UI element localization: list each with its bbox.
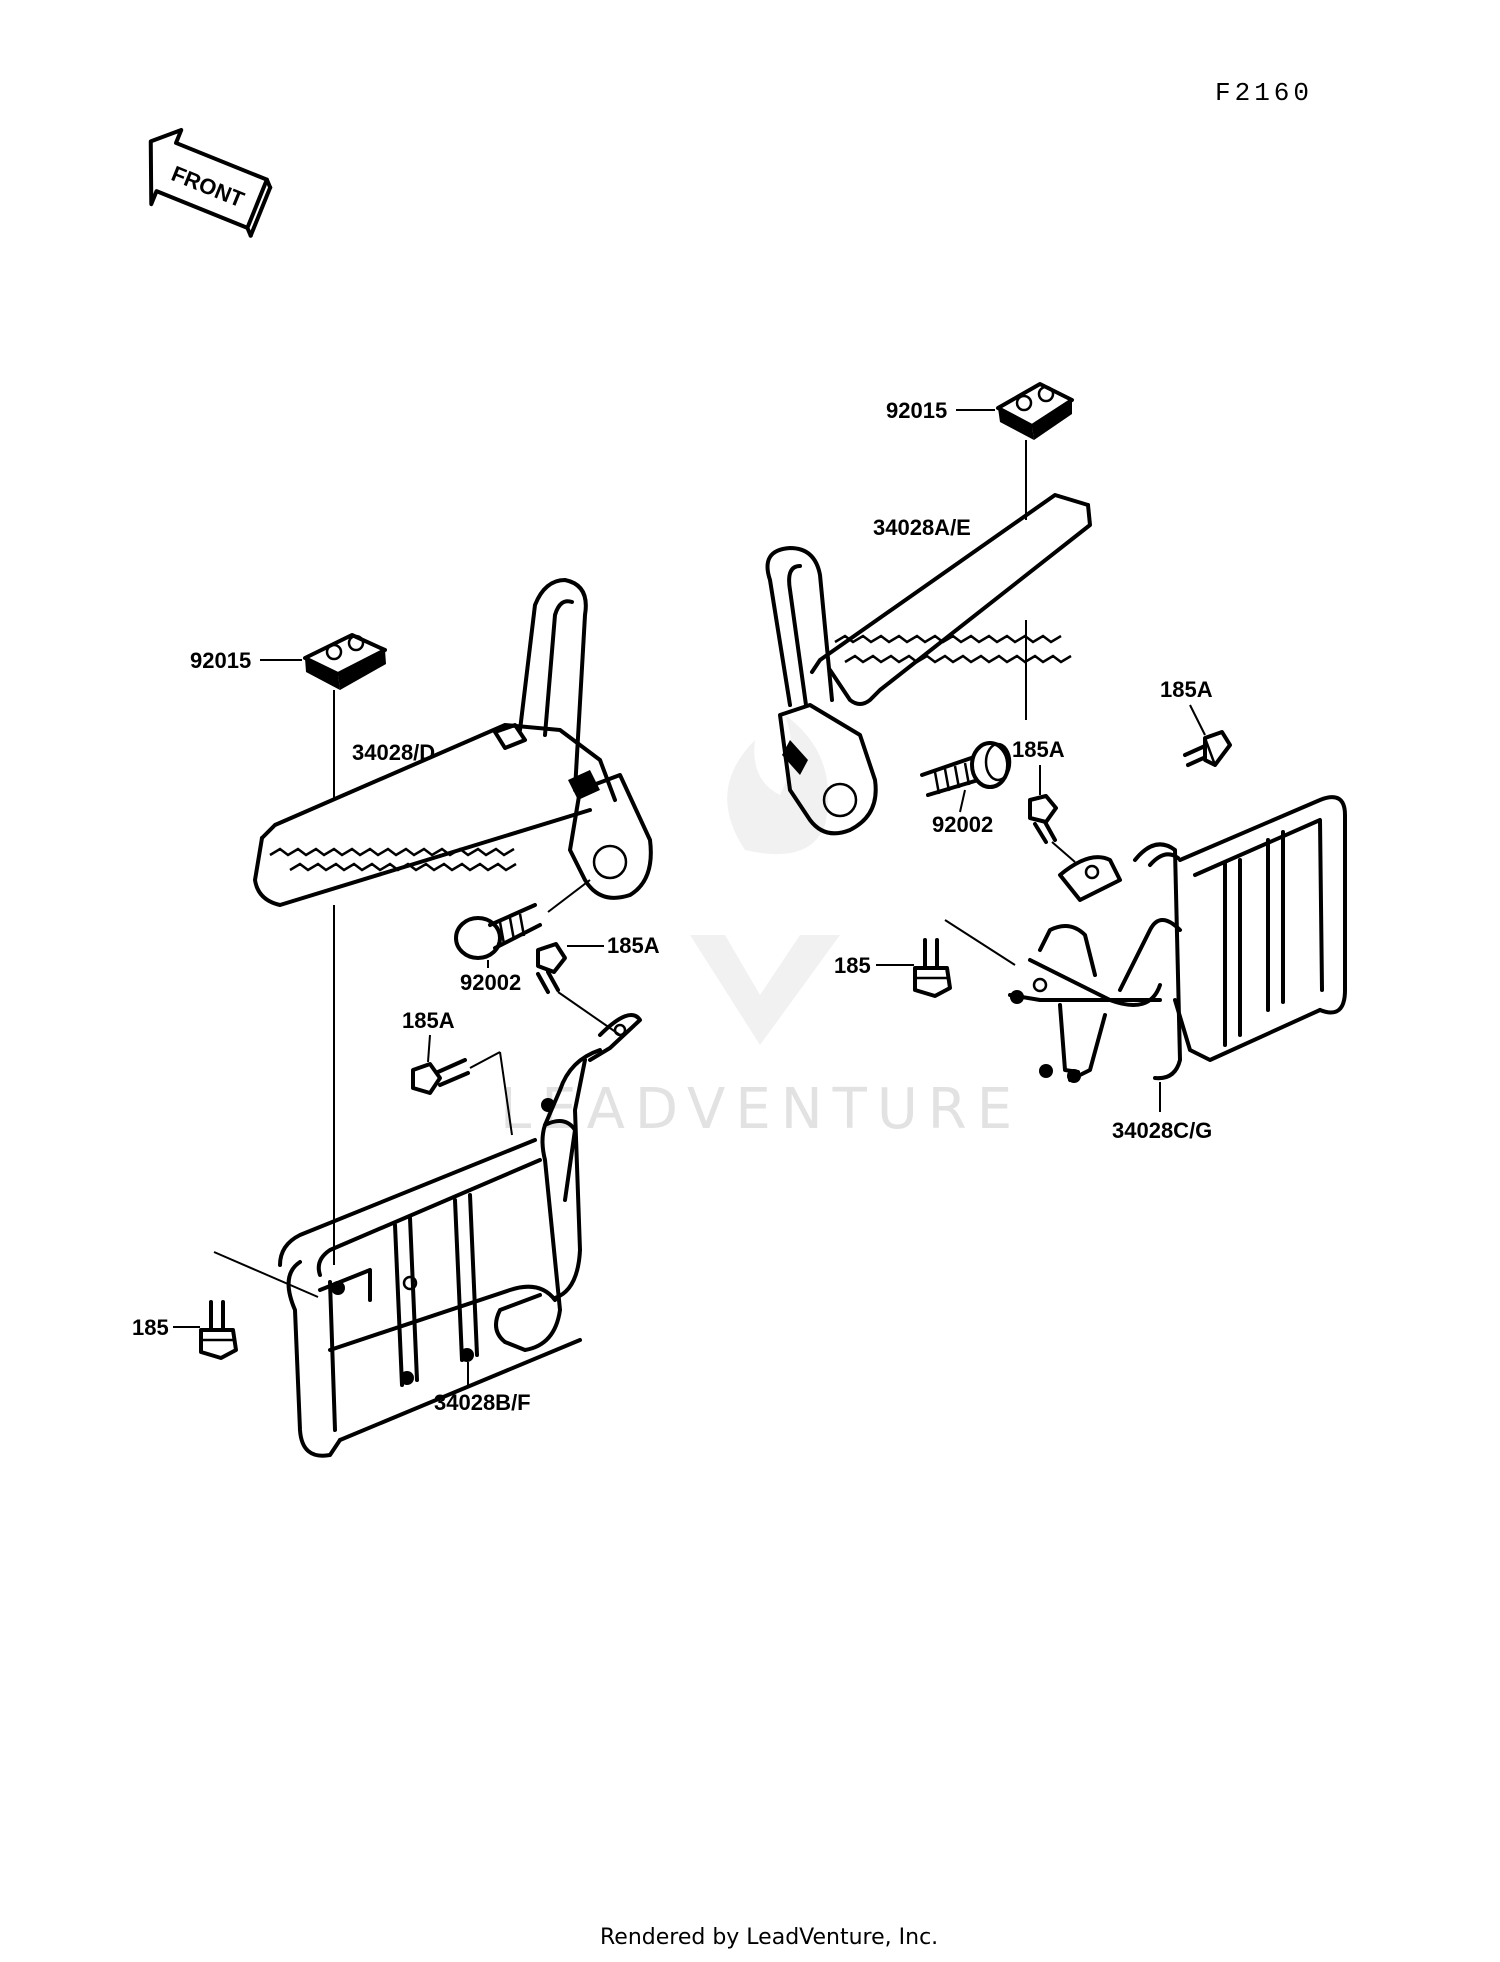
footer-credit: Rendered by LeadVenture, Inc. (600, 1925, 938, 1950)
left-guard-34028bf (278, 1013, 642, 1458)
right-bolt-185 (913, 938, 952, 998)
left-pad-92015 (303, 633, 387, 690)
label-l-185: 185 (132, 1315, 169, 1340)
label-l-185a-right: 185A (607, 933, 660, 958)
left-bolt-185a-left (411, 1058, 470, 1095)
left-footpeg-34028d (253, 578, 653, 907)
label-l-92002: 92002 (460, 970, 521, 995)
right-bolt-92002 (920, 741, 1012, 797)
label-l-92015: 92015 (190, 648, 251, 673)
right-pad-92015 (996, 382, 1074, 440)
label-r-34028cg: 34028C/G (1112, 1118, 1212, 1143)
right-footpeg-34028ae (765, 493, 1092, 836)
watermark-logo-icon (690, 715, 840, 1045)
left-bolt-185a-right (536, 942, 567, 994)
front-arrow-icon: FRONT (148, 127, 273, 238)
watermark: LEADVENTURE (500, 715, 1022, 1142)
label-l-185a-left: 185A (402, 1008, 455, 1033)
label-l-34028d: 34028/D (352, 740, 435, 765)
left-footrest-assembly (199, 578, 653, 1458)
label-r-185a-mid: 185A (1012, 737, 1065, 762)
right-bolt-185a-top (1183, 730, 1232, 767)
label-r-34028ae: 34028A/E (873, 515, 971, 540)
label-r-185: 185 (834, 953, 871, 978)
right-bolt-185a-mid (1028, 794, 1058, 844)
label-r-92015: 92015 (886, 398, 947, 423)
label-r-185a-top: 185A (1160, 677, 1213, 702)
left-bolt-185 (199, 1300, 238, 1360)
label-r-92002: 92002 (932, 812, 993, 837)
right-guard-34028cg (1008, 795, 1347, 1083)
left-bolt-92002 (454, 903, 542, 960)
watermark-text: LEADVENTURE (500, 1077, 1022, 1142)
label-l-34028bf: 34028B/F (434, 1390, 531, 1415)
figure-code: F2160 (1215, 78, 1313, 108)
right-footrest-assembly (765, 382, 1347, 1112)
